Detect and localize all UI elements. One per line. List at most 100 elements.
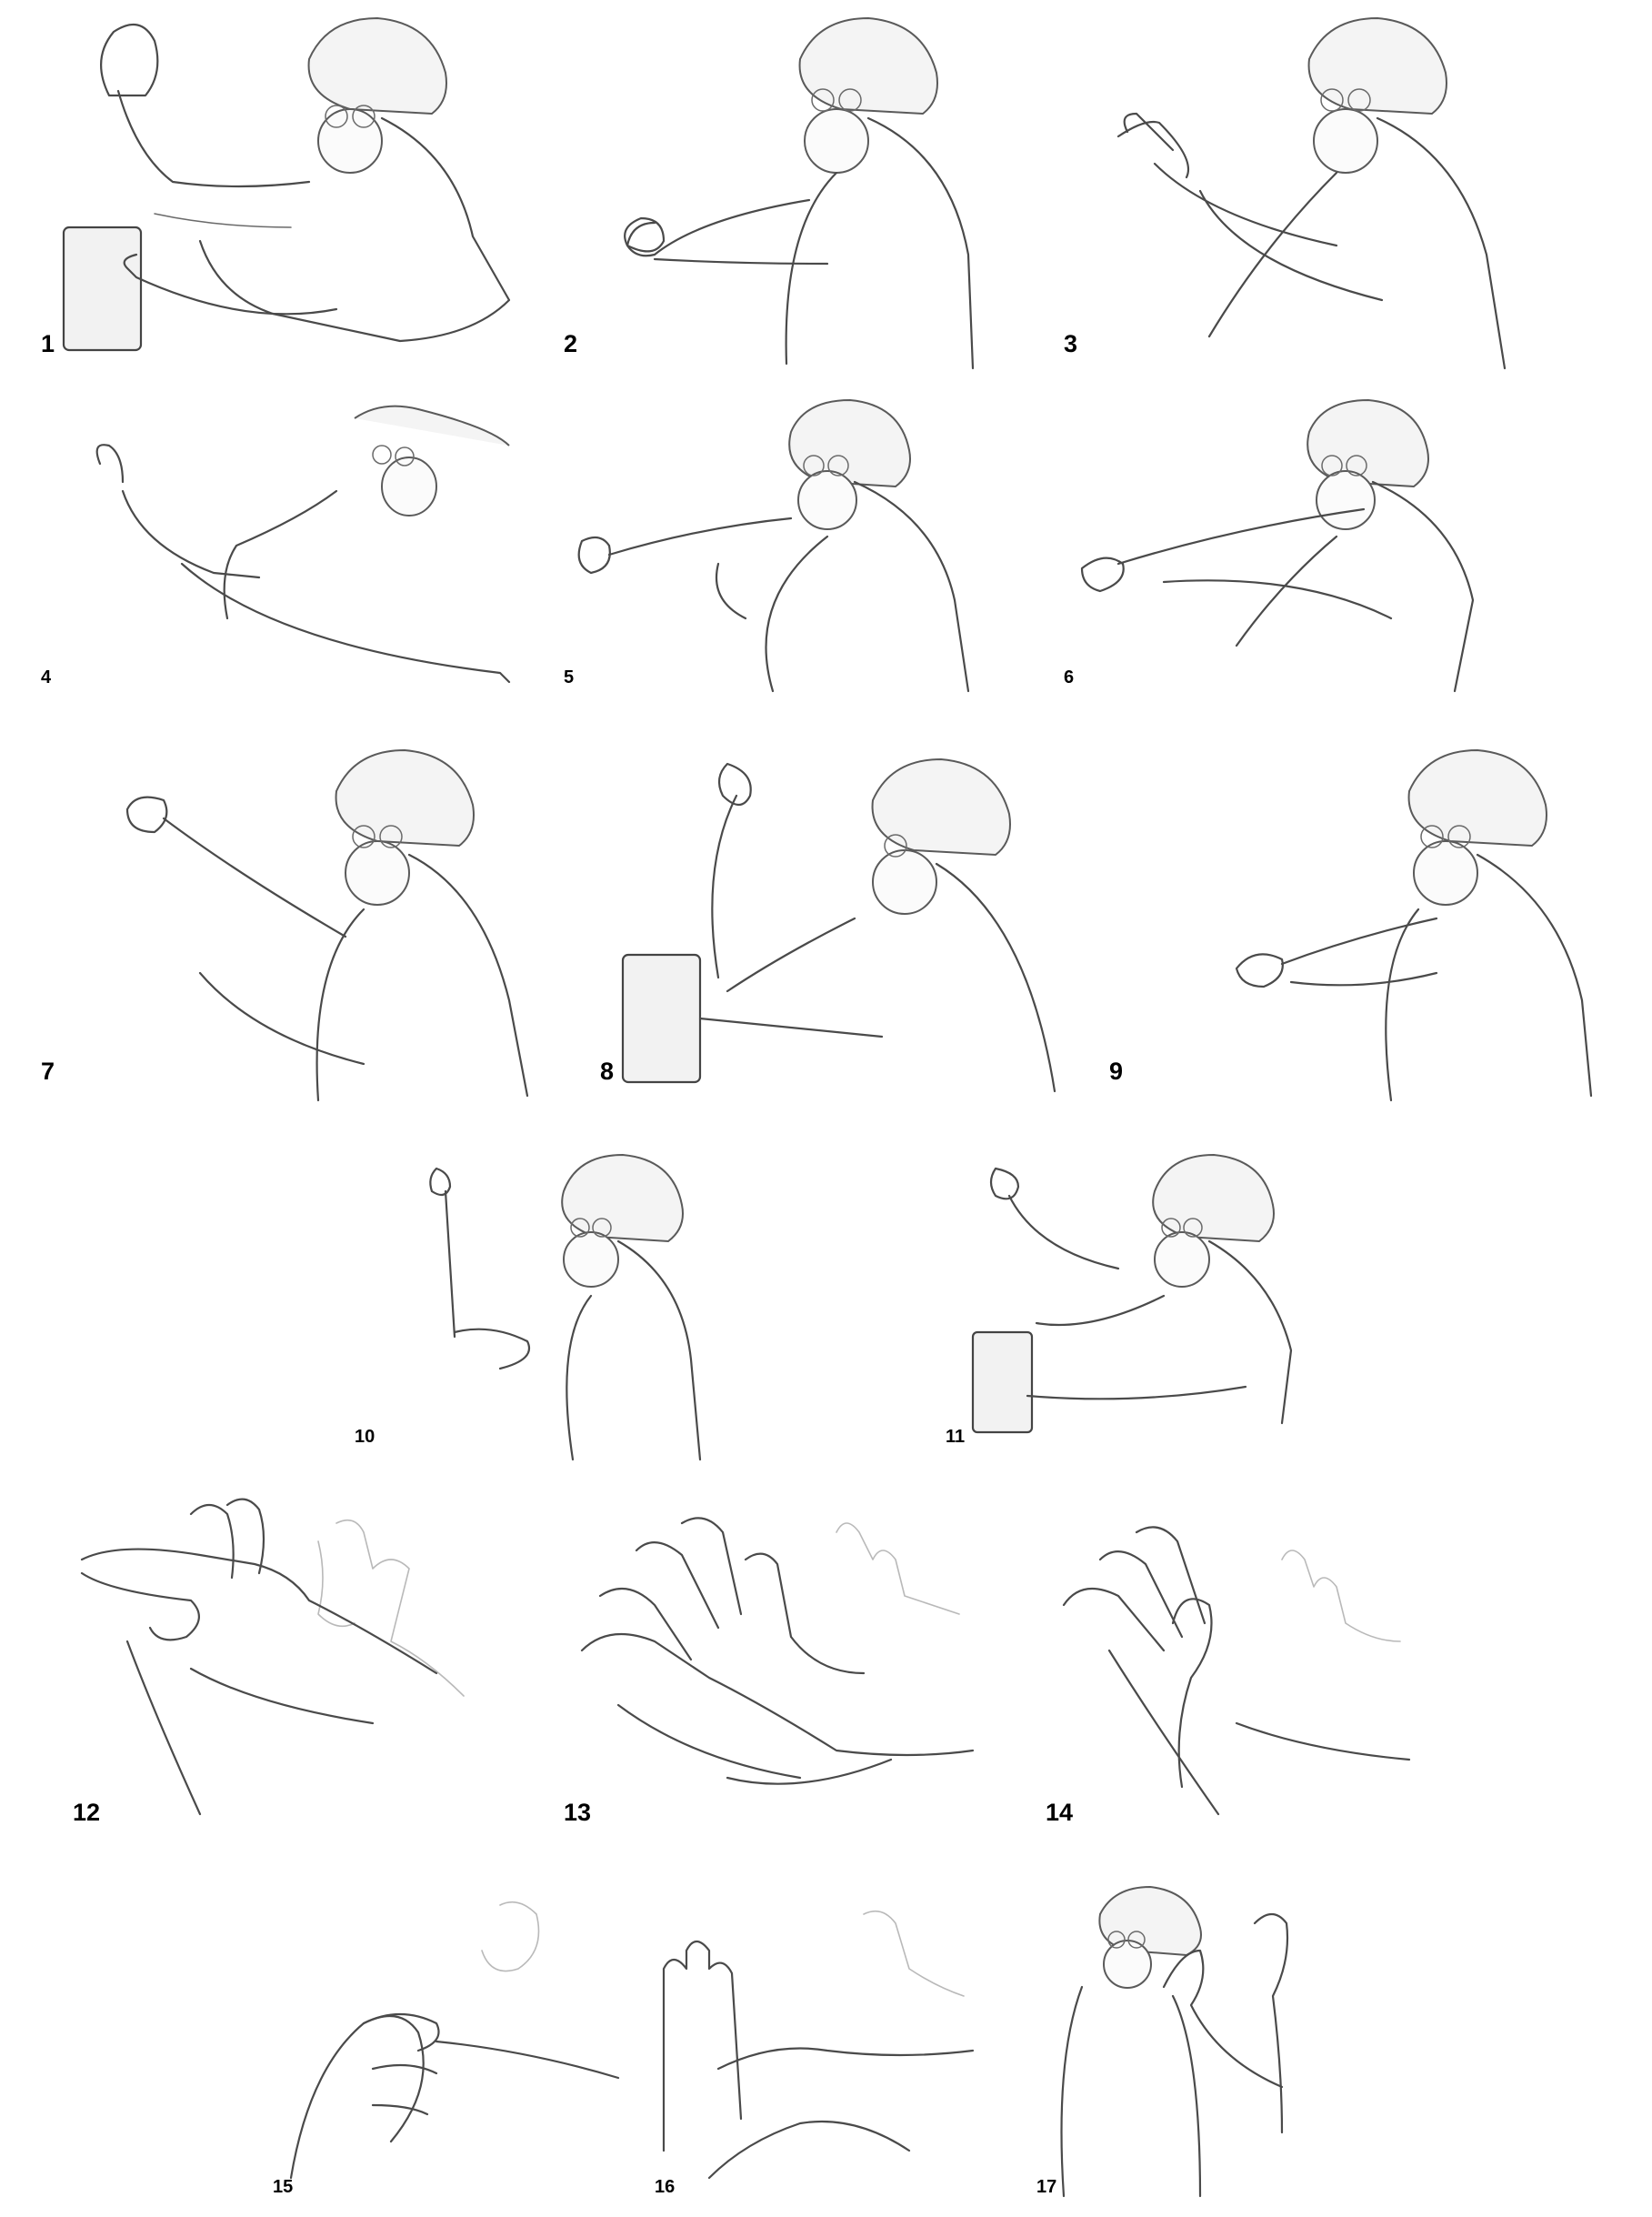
left-arm bbox=[626, 198, 811, 257]
raised-arm bbox=[1007, 1194, 1120, 1270]
left-hand-arm bbox=[1162, 1949, 1284, 2089]
right-hand-arm bbox=[1253, 1912, 1289, 2134]
face-mask bbox=[1316, 470, 1376, 530]
glasses-lens bbox=[352, 105, 375, 128]
step-3-label: 3 bbox=[1064, 330, 1078, 357]
gown bbox=[726, 862, 1056, 1093]
face-mask bbox=[317, 108, 383, 174]
step-3-panel: 3 bbox=[1064, 9, 1573, 373]
step-12-panel: 12 bbox=[73, 1498, 546, 1832]
step-15-panel: 15 bbox=[273, 1887, 636, 2205]
glasses-lens bbox=[1447, 825, 1471, 848]
surgical-cap bbox=[561, 1153, 684, 1243]
step-10-label: 10 bbox=[355, 1427, 375, 1447]
step-13-panel: 13 bbox=[564, 1505, 1036, 1832]
step-15-illustration bbox=[289, 1901, 620, 2180]
step-11-label: 11 bbox=[946, 1427, 966, 1447]
hand-on-arm bbox=[715, 562, 747, 620]
step-8-panel: 8 bbox=[582, 746, 1073, 1100]
raised-hand bbox=[717, 762, 752, 807]
faded-hands-detail bbox=[335, 1519, 465, 1697]
glasses-lens bbox=[570, 1218, 590, 1238]
face-mask bbox=[563, 1231, 619, 1288]
arm bbox=[607, 517, 793, 557]
glasses-lens bbox=[1321, 455, 1343, 477]
face-mask bbox=[1413, 840, 1478, 906]
gown bbox=[566, 1239, 702, 1461]
faded-hands-detail bbox=[317, 1540, 355, 1628]
step-4-illustration bbox=[95, 405, 511, 684]
step-14-panel: 14 bbox=[1046, 1505, 1446, 1832]
step-9-illustration bbox=[1235, 748, 1593, 1102]
step-17-panel: 17 bbox=[1036, 1885, 1400, 2205]
glasses-lens bbox=[827, 455, 849, 477]
glasses-lens bbox=[372, 445, 392, 465]
raised-hand bbox=[100, 23, 159, 97]
surgical-cap bbox=[871, 757, 1011, 857]
step-13-illustration bbox=[580, 1517, 975, 1785]
lower-hand bbox=[580, 1632, 975, 1757]
face-mask bbox=[381, 456, 437, 517]
dispenser bbox=[621, 953, 702, 1084]
raised-hands bbox=[1116, 120, 1190, 179]
arm-line bbox=[154, 213, 292, 228]
glasses-lens bbox=[1127, 1931, 1146, 1949]
step-16-label: 16 bbox=[655, 2177, 676, 2197]
fingers bbox=[598, 1517, 743, 1661]
lower-arm bbox=[698, 1017, 884, 1038]
step-4-panel: 4 bbox=[36, 400, 527, 700]
step-11-illustration bbox=[971, 1153, 1293, 1434]
arm bbox=[162, 817, 347, 938]
face-mask bbox=[797, 470, 857, 530]
step-1-illustration bbox=[62, 16, 511, 352]
surgical-cap bbox=[354, 405, 510, 446]
glasses-lens bbox=[803, 455, 825, 477]
step-11-panel: 11 bbox=[946, 1150, 1327, 1460]
step-16-illustration bbox=[662, 1910, 975, 2180]
bottom-hand-fingers bbox=[189, 1498, 265, 1580]
faded-hands-detail bbox=[836, 1522, 960, 1615]
surgical-cap bbox=[1307, 398, 1429, 488]
lower-arm bbox=[1026, 1385, 1247, 1400]
glasses-lens bbox=[1107, 1931, 1126, 1949]
step-17-label: 17 bbox=[1036, 2177, 1057, 2197]
crossing-arm bbox=[707, 2047, 975, 2180]
step-5-panel: 5 bbox=[564, 398, 1036, 700]
wrists bbox=[1107, 1649, 1411, 1816]
faded-hands-detail bbox=[1281, 1550, 1401, 1642]
step-12-label: 12 bbox=[73, 1799, 101, 1826]
lower-arm bbox=[1162, 579, 1393, 620]
surgical-cap bbox=[798, 16, 938, 115]
hand bbox=[1080, 557, 1125, 593]
arm bbox=[1116, 507, 1366, 566]
hand-on-elbow bbox=[453, 1328, 530, 1370]
step-10-illustration bbox=[429, 1153, 702, 1461]
lower-arm bbox=[198, 971, 365, 1066]
glasses-lens bbox=[395, 446, 415, 466]
lower-arm bbox=[123, 253, 338, 316]
glasses-lens bbox=[838, 88, 862, 112]
gown bbox=[198, 116, 511, 343]
glasses-lens bbox=[379, 825, 403, 848]
step-2-panel: 2 bbox=[564, 9, 1036, 373]
step-14-label: 14 bbox=[1046, 1799, 1074, 1826]
raised-hand bbox=[125, 796, 168, 834]
step-2-label: 2 bbox=[564, 330, 578, 357]
top-hand bbox=[80, 1548, 438, 1675]
wrists bbox=[616, 1703, 893, 1785]
arm bbox=[1123, 112, 1338, 247]
hand bbox=[289, 2014, 425, 2180]
step-5-illustration bbox=[577, 398, 970, 693]
face-mask bbox=[1154, 1231, 1210, 1288]
step-10-panel: 10 bbox=[355, 1150, 736, 1461]
right-arm bbox=[653, 257, 829, 266]
raised-arm bbox=[116, 89, 311, 188]
step-6-illustration bbox=[1080, 398, 1475, 693]
forearm bbox=[180, 562, 511, 684]
face-mask bbox=[1313, 108, 1378, 174]
step-17-illustration bbox=[1060, 1885, 1289, 2198]
step-9-label: 9 bbox=[1109, 1058, 1124, 1085]
surgical-cap bbox=[335, 748, 475, 848]
step-2-illustration bbox=[624, 16, 975, 370]
lower-arm bbox=[1198, 189, 1384, 302]
